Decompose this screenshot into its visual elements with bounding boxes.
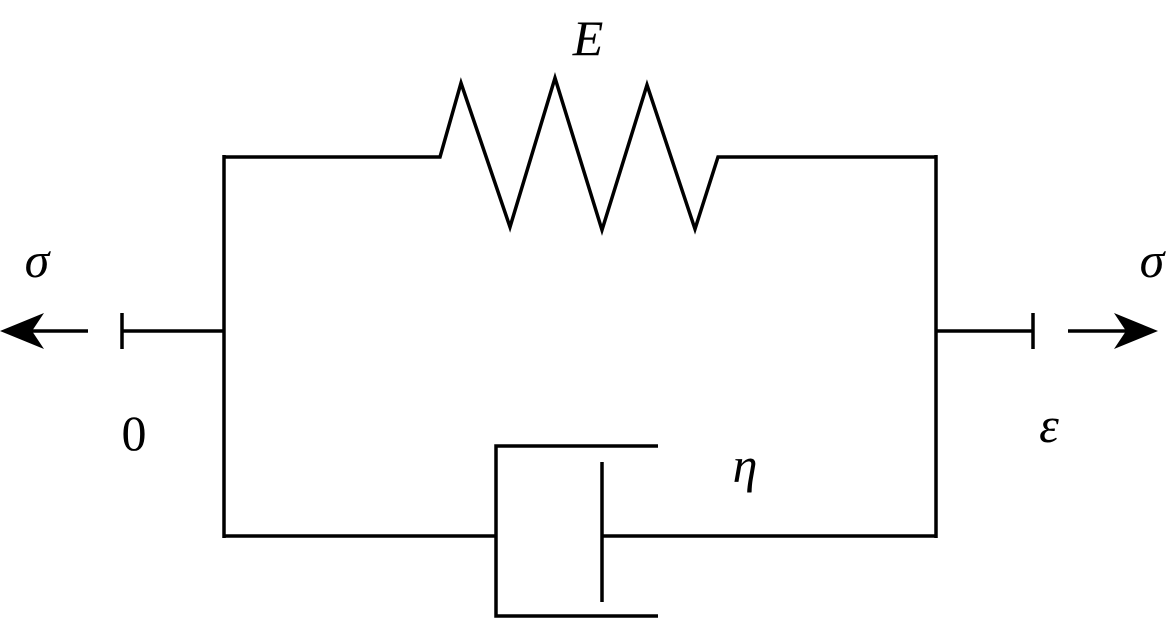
spring-modulus-label: E <box>572 10 604 66</box>
dashpot-viscosity-label: η <box>733 437 758 493</box>
right-stress-label: σ <box>1140 232 1167 288</box>
right-stress-arrow <box>1068 313 1158 349</box>
dashpot <box>224 444 936 618</box>
strain-label: ε <box>1039 397 1059 453</box>
left-terminal <box>120 313 224 349</box>
right-terminal <box>936 313 1035 349</box>
left-stress-arrow <box>0 313 88 349</box>
left-stress-label: σ <box>25 232 52 288</box>
spring <box>224 72 936 236</box>
origin-label: 0 <box>122 405 147 461</box>
